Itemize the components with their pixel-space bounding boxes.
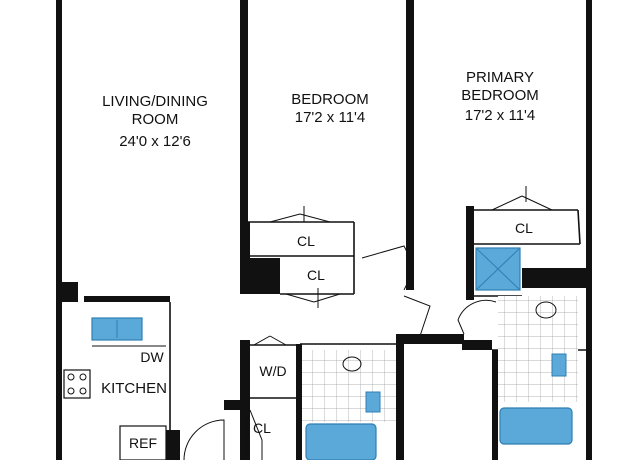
bedroom-cl2-bifold xyxy=(285,288,341,308)
wd-bifold xyxy=(253,335,287,346)
dishwasher-label: DW xyxy=(140,349,164,365)
hall-sink xyxy=(365,391,381,413)
kitchen-top-wall xyxy=(84,296,170,302)
bedroom-closet-1-label: CL xyxy=(297,233,315,249)
corridor-right-wall xyxy=(396,334,404,460)
entry-door xyxy=(183,419,225,460)
primary-right-column xyxy=(522,268,592,288)
wd-left-wall xyxy=(240,340,250,460)
bedroom-closet-2-label: CL xyxy=(307,267,325,283)
living-left-wall xyxy=(56,0,62,282)
bedroom-dims: 17'2 x 11'4 xyxy=(295,109,366,126)
bedroom-door xyxy=(361,245,411,291)
primary-bath-inner-wall xyxy=(492,350,498,460)
refrigerator-label: REF xyxy=(129,435,157,451)
primary-bedroom-name-2: BEDROOM xyxy=(461,87,539,104)
primary-closet-label: CL xyxy=(515,220,533,236)
kitchen-entry-wall xyxy=(166,430,180,460)
primary-door xyxy=(457,299,497,335)
bath-right-wall xyxy=(586,288,592,460)
primary-toilet xyxy=(535,301,557,319)
wd-right-wall xyxy=(296,344,302,460)
primary-bath-left-wall xyxy=(466,244,474,300)
hall-closet-door xyxy=(249,409,263,460)
primary-cl-bifold xyxy=(491,186,553,211)
bath-fixtures xyxy=(305,247,573,460)
bedroom-closet-wall xyxy=(240,222,250,294)
kitchen-left-wall xyxy=(56,302,62,460)
hall-bath-floor xyxy=(302,350,396,422)
bedroom-name: BEDROOM xyxy=(291,91,369,108)
living-column xyxy=(56,282,78,302)
kitchen-label: KITCHEN xyxy=(101,380,167,397)
corridor-top-wall xyxy=(404,334,464,344)
hall-bathtub xyxy=(305,423,377,460)
living-bedroom-wall xyxy=(240,0,248,222)
refrigerator xyxy=(119,425,167,460)
hall-toilet xyxy=(342,356,362,372)
interior-walls xyxy=(84,0,586,460)
exterior-walls xyxy=(56,0,592,460)
bedroom-cl1-bifold xyxy=(269,206,331,223)
kitchen-fixtures xyxy=(63,317,167,460)
washer-dryer-label: W/D xyxy=(259,363,286,379)
bedroom-primary-wall xyxy=(406,0,414,290)
hall-closet-top xyxy=(224,400,240,410)
bath-top-stub xyxy=(462,340,492,350)
corridor-door-left xyxy=(403,295,431,337)
primary-right-wall xyxy=(586,0,592,268)
living-room-name-2: ROOM xyxy=(132,111,179,128)
primary-bathtub xyxy=(499,407,573,445)
primary-bath-floor xyxy=(498,296,578,402)
hall-closet-label: CL xyxy=(253,420,271,436)
doors xyxy=(183,186,553,460)
primary-bedroom-dims: 17'2 x 11'4 xyxy=(465,107,536,124)
bedroom-column xyxy=(250,258,280,294)
kitchen-stove xyxy=(63,369,91,399)
living-room-name-1: LIVING/DINING xyxy=(102,93,208,110)
living-room-dims: 24'0 x 12'6 xyxy=(119,133,191,150)
primary-sink xyxy=(551,353,567,377)
primary-bedroom-name-1: PRIMARY xyxy=(466,69,534,86)
